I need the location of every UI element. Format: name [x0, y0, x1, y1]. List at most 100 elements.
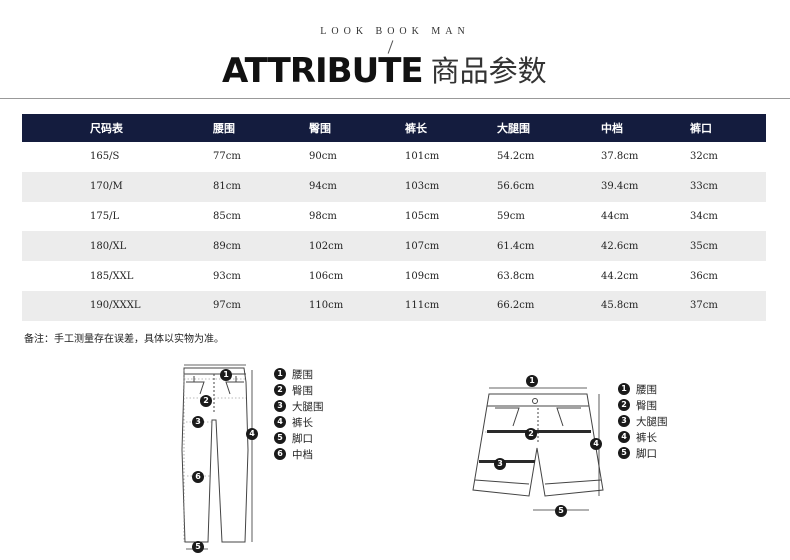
legend-number-badge: 3	[274, 400, 286, 412]
marker-badge: 1	[220, 369, 232, 381]
table-cell: 97cm	[213, 300, 241, 312]
legend-item: 6 中档	[274, 446, 324, 462]
measurement-note: 备注：手工测量存在误差，具体以实物为准。	[24, 334, 224, 345]
table-cell: 34cm	[690, 210, 718, 222]
legend-item: 3 大腿围	[618, 413, 668, 429]
legend-label: 腰围	[636, 383, 657, 396]
table-cell: 63.8cm	[497, 270, 535, 282]
legend-item: 1 腰围	[618, 381, 668, 397]
table-cell: 170/M	[90, 181, 123, 193]
table-cell: 77cm	[213, 151, 241, 163]
header-divider	[0, 98, 790, 99]
table-cell: 107cm	[405, 240, 440, 252]
marker-badge: 2	[525, 428, 537, 440]
page-title: ATTRIBUTE 商品参数	[222, 50, 547, 90]
table-cell: 44cm	[601, 210, 629, 222]
column-header: 尺码表	[90, 122, 123, 135]
table-cell: 45.8cm	[601, 300, 639, 312]
table-cell: 33cm	[690, 181, 718, 193]
table-cell: 42.6cm	[601, 240, 639, 252]
column-header: 中档	[601, 122, 623, 135]
legend-label: 大腿围	[636, 415, 668, 428]
legend-number-badge: 1	[274, 368, 286, 380]
table-cell: 180/XL	[90, 240, 127, 252]
column-header: 臀围	[309, 122, 331, 135]
legend-number-badge: 5	[274, 432, 286, 444]
table-cell: 66.2cm	[497, 300, 535, 312]
legend-label: 裤长	[636, 431, 657, 444]
pants-diagram: 1 2 3 4 6 5	[170, 360, 270, 560]
marker-badge: 4	[590, 438, 602, 450]
legend-number-badge: 3	[618, 415, 630, 427]
legend-number-badge: 1	[618, 383, 630, 395]
table-header-row: 尺码表 腰围 臀围 裤长 大腿围 中档 裤口	[22, 114, 766, 142]
table-cell: 165/S	[90, 151, 120, 163]
legend-item: 3 大腿围	[274, 398, 324, 414]
legend-number-badge: 4	[618, 431, 630, 443]
marker-badge: 6	[192, 471, 204, 483]
table-cell: 35cm	[690, 240, 718, 252]
table-cell: 89cm	[213, 240, 241, 252]
table-cell: 59cm	[497, 210, 525, 222]
marker-badge: 3	[192, 416, 204, 428]
table-row: 170/M 81cm 94cm 103cm 56.6cm 39.4cm 33cm	[22, 171, 766, 202]
shorts-outline	[472, 387, 604, 511]
table-cell: 32cm	[690, 151, 718, 163]
title-chinese: 商品参数	[430, 54, 547, 88]
legend-number-badge: 2	[618, 399, 630, 411]
legend-item: 4 裤长	[274, 414, 324, 430]
column-header: 大腿围	[497, 122, 530, 135]
table-cell: 105cm	[405, 210, 440, 222]
legend-item: 5 脚口	[274, 430, 324, 446]
table-cell: 39.4cm	[601, 181, 639, 193]
legend-item: 2 臀围	[618, 397, 668, 413]
pants-outline	[181, 364, 253, 550]
legend-label: 中档	[292, 448, 313, 461]
legend-item: 4 裤长	[618, 429, 668, 445]
legend-label: 裤长	[292, 416, 313, 429]
brand-tagline: LOOK BOOK MAN	[320, 26, 470, 37]
table-cell: 103cm	[405, 181, 440, 193]
title-english: ATTRIBUTE	[222, 51, 424, 91]
legend-label: 脚口	[292, 432, 313, 445]
legend-number-badge: 4	[274, 416, 286, 428]
table-cell: 102cm	[309, 240, 344, 252]
marker-badge: 5	[192, 541, 204, 553]
table-cell: 85cm	[213, 210, 241, 222]
table-cell: 56.6cm	[497, 181, 535, 193]
marker-badge: 3	[494, 458, 506, 470]
table-cell: 36cm	[690, 270, 718, 282]
legend-label: 大腿围	[292, 400, 324, 413]
table-cell: 94cm	[309, 181, 337, 193]
table-cell: 111cm	[405, 300, 440, 312]
legend-label: 臀围	[292, 384, 313, 397]
table-cell: 109cm	[405, 270, 440, 282]
legend-number-badge: 6	[274, 448, 286, 460]
table-cell: 37cm	[690, 300, 718, 312]
marker-badge: 1	[526, 375, 538, 387]
marker-badge: 2	[200, 395, 212, 407]
table-cell: 81cm	[213, 181, 241, 193]
table-cell: 44.2cm	[601, 270, 639, 282]
table-cell: 37.8cm	[601, 151, 639, 163]
table-cell: 190/XXXL	[90, 300, 141, 312]
legend-label: 脚口	[636, 447, 657, 460]
table-cell: 101cm	[405, 151, 440, 163]
table-cell: 54.2cm	[497, 151, 535, 163]
marker-badge: 5	[555, 505, 567, 517]
table-cell: 93cm	[213, 270, 241, 282]
table-cell: 185/XXL	[90, 270, 134, 282]
legend-label: 臀围	[636, 399, 657, 412]
table-row: 185/XXL 93cm 106cm 109cm 63.8cm 44.2cm 36cm	[22, 261, 766, 291]
table-cell: 106cm	[309, 270, 344, 282]
